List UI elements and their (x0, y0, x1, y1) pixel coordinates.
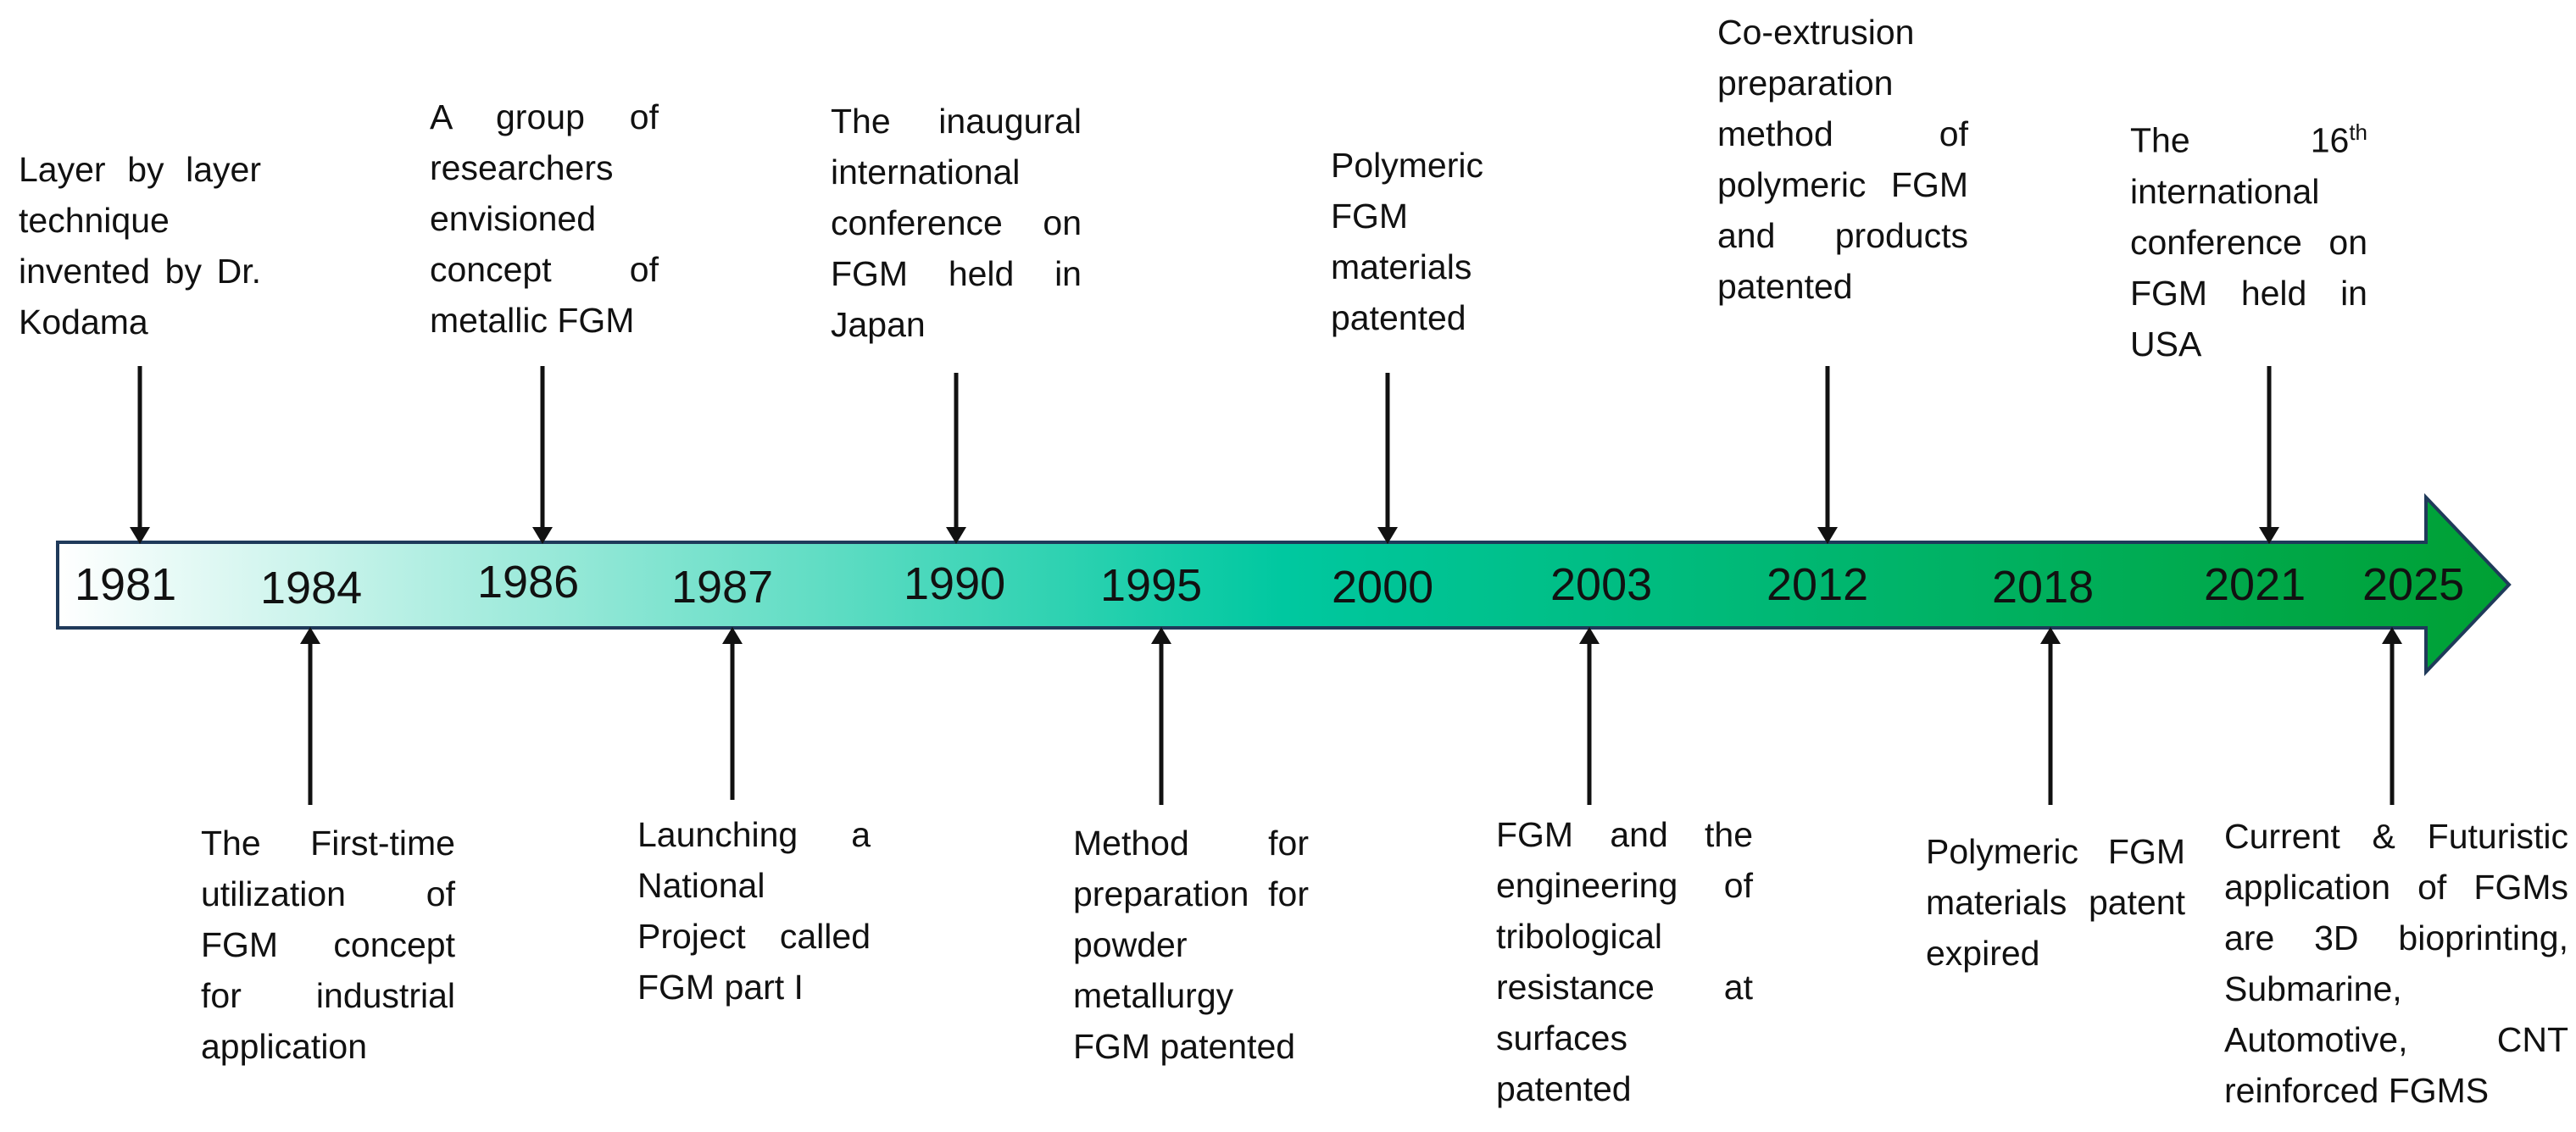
event-note-2000: Polymeric FGM materials patented (1331, 146, 1483, 337)
connector-arrowhead-1995 (1151, 627, 1171, 644)
event-note-1984: The First-time utilization of FGM concep… (201, 824, 455, 1066)
year-label-1995: 1995 (1100, 560, 1203, 611)
year-label-1981: 1981 (75, 559, 177, 610)
year-label-2012: 2012 (1766, 559, 1869, 610)
connector-arrowhead-1990 (946, 527, 966, 544)
event-note-1987: Launching a National Project called FGM … (637, 815, 871, 1007)
connector-arrowhead-2021 (2259, 527, 2279, 544)
event-note-2003: FGM and the engineering of tribological … (1496, 815, 1753, 1108)
event-note-1981: Layer by layer technique invented by Dr.… (19, 150, 261, 341)
event-note-2021: The 16th international conference on FGM… (2130, 107, 2367, 369)
event-note-1986: A group of researchers envisioned concep… (430, 97, 659, 340)
year-label-2018: 2018 (1992, 562, 2095, 613)
connector-arrowhead-1981 (130, 527, 150, 544)
year-label-1986: 1986 (477, 557, 580, 608)
connector-arrowhead-1987 (722, 627, 743, 644)
timeline-arrow-band (56, 492, 2512, 677)
year-label-2003: 2003 (1550, 559, 1653, 610)
connector-arrowhead-2025 (2382, 627, 2402, 644)
year-label-1990: 1990 (904, 558, 1006, 609)
connector-arrowhead-2000 (1377, 527, 1398, 544)
event-note-2021-superscript: th (2349, 119, 2367, 145)
connector-arrowhead-1984 (300, 627, 320, 644)
year-label-2025: 2025 (2362, 559, 2465, 610)
event-note-2021-lead: The 16 (2130, 120, 2350, 160)
event-note-1990: The inaugural international conference o… (831, 102, 1082, 344)
connector-arrowhead-2018 (2040, 627, 2061, 644)
year-label-1984: 1984 (260, 563, 363, 613)
event-note-1995: Method for preparation for powder metall… (1073, 824, 1309, 1066)
connector-arrowhead-2012 (1817, 527, 1838, 544)
year-label-2021: 2021 (2204, 559, 2306, 610)
event-note-2012: Co-extrusion preparation method of polym… (1717, 13, 1968, 306)
event-note-2021-rest: international conference on FGM held in … (2130, 171, 2367, 363)
year-label-2000: 2000 (1332, 562, 1434, 613)
connector-arrowhead-1986 (532, 527, 553, 544)
year-label-1987: 1987 (671, 562, 774, 613)
event-note-2018: Polymeric FGM materials patent expired (1926, 832, 2185, 973)
event-note-2025: Current & Futuristic application of FGMs… (2224, 817, 2568, 1110)
connector-arrowhead-2003 (1579, 627, 1600, 644)
